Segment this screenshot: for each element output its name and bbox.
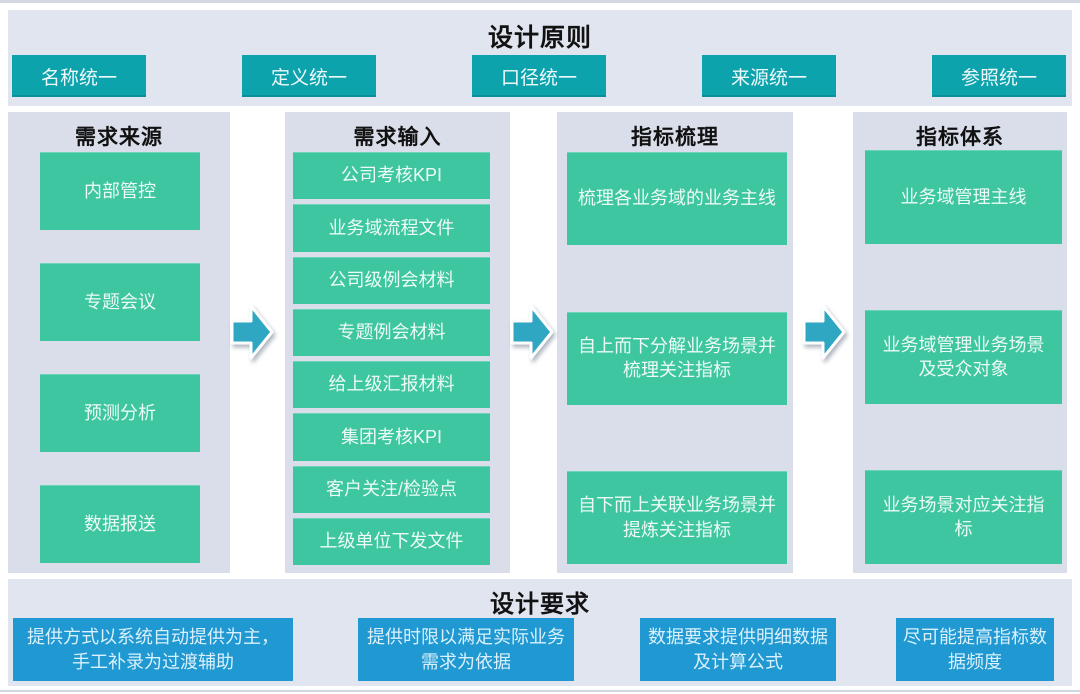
principle-pill-reference: 参照统一	[932, 55, 1066, 97]
column-requirement-inputs: 需求输入 公司考核KPI 业务域流程文件 公司级例会材料 专题例会材料 给上级汇…	[285, 112, 510, 573]
column-header: 指标梳理	[631, 126, 719, 149]
process-box: 业务域流程文件	[293, 204, 490, 252]
arrow-right-icon	[802, 304, 846, 360]
principle-pill-naming: 名称统一	[12, 55, 146, 97]
process-box: 专题会议	[40, 263, 200, 341]
column-body: 业务域管理主线 业务域管理业务场景及受众对象 业务场景对应关注指标	[865, 150, 1062, 564]
requirement-box-data-frequency: 尽可能提高指标数据频度	[896, 618, 1054, 681]
design-requirements-title: 设计要求	[490, 591, 590, 618]
column-requirement-sources: 需求来源 内部管控 专题会议 预测分析 数据报送	[8, 112, 230, 573]
process-box: 公司考核KPI	[293, 152, 490, 200]
column-body: 公司考核KPI 业务域流程文件 公司级例会材料 专题例会材料 给上级汇报材料 集…	[293, 152, 490, 565]
arrow-right-icon	[510, 304, 554, 360]
requirement-box-provision-mode: 提供方式以系统自动提供为主，手工补录为过渡辅助	[13, 618, 293, 681]
principles-row: 名称统一 定义统一 口径统一 来源统一 参照统一	[12, 55, 1066, 97]
process-box: 业务域管理主线	[865, 150, 1062, 244]
column-header: 需求来源	[75, 126, 163, 149]
process-box: 客户关注/检验点	[293, 465, 490, 513]
process-box: 业务域管理业务场景及受众对象	[865, 310, 1062, 404]
process-box: 上级单位下发文件	[293, 517, 490, 565]
process-box: 专题例会材料	[293, 308, 490, 356]
column-header: 指标体系	[916, 126, 1004, 149]
principle-pill-definition: 定义统一	[242, 55, 376, 97]
column-body: 内部管控 专题会议 预测分析 数据报送	[40, 152, 200, 563]
process-box: 给上级汇报材料	[293, 361, 490, 409]
process-box: 数据报送	[40, 485, 200, 563]
design-principles-section: 设计原则 名称统一 定义统一 口径统一 来源统一 参照统一	[8, 10, 1072, 106]
arrow-right-icon	[230, 304, 274, 360]
column-indicator-system: 指标体系 业务域管理主线 业务域管理业务场景及受众对象 业务场景对应关注指标	[853, 112, 1067, 573]
process-box: 集团考核KPI	[293, 413, 490, 461]
process-box: 自下而上关联业务场景并提炼关注指标	[567, 471, 787, 564]
principle-pill-source: 来源统一	[702, 55, 836, 97]
principle-pill-caliber: 口径统一	[472, 55, 606, 97]
column-body: 梳理各业务域的业务主线 自上而下分解业务场景并梳理关注指标 自下而上关联业务场景…	[567, 152, 787, 564]
requirement-box-data-detail: 数据要求提供明细数据及计算公式	[640, 618, 836, 681]
column-indicator-sorting: 指标梳理 梳理各业务域的业务主线 自上而下分解业务场景并梳理关注指标 自下而上关…	[557, 112, 793, 573]
process-box: 公司级例会材料	[293, 256, 490, 304]
process-box: 业务场景对应关注指标	[865, 470, 1062, 564]
design-requirements-section: 设计要求 提供方式以系统自动提供为主，手工补录为过渡辅助 提供时限以满足实际业务…	[8, 579, 1072, 686]
process-box: 梳理各业务域的业务主线	[567, 152, 787, 245]
requirement-box-time-limit: 提供时限以满足实际业务需求为依据	[358, 618, 574, 681]
process-box: 自上而下分解业务场景并梳理关注指标	[567, 311, 787, 405]
design-principles-title: 设计原则	[487, 24, 592, 52]
process-box: 预测分析	[40, 374, 200, 452]
process-box: 内部管控	[40, 152, 200, 230]
column-header: 需求输入	[353, 126, 442, 149]
